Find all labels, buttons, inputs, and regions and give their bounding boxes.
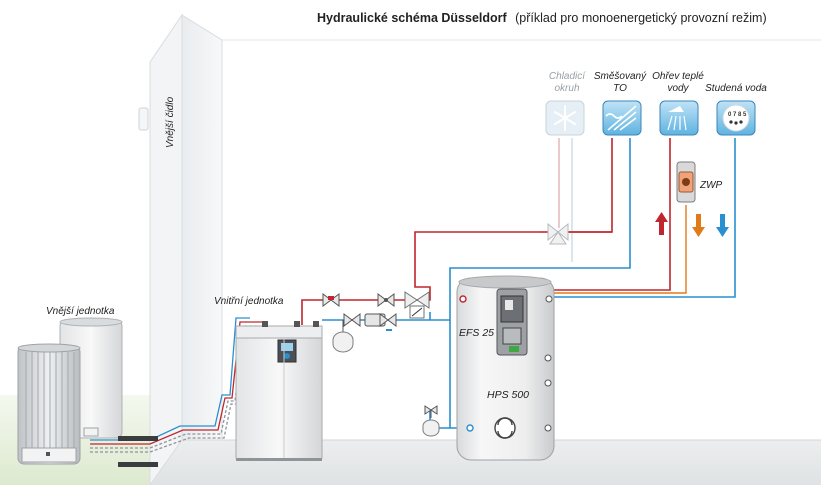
svg-text:0 7 8 5: 0 7 8 5 (728, 112, 747, 118)
title-rest: (příklad pro monoenergetický provozní re… (515, 11, 767, 25)
zwp-circulation-pump (676, 161, 696, 203)
outdoor-sensor-label: Vnější čidlo (165, 96, 176, 148)
cold-water-arrow-down (716, 214, 729, 237)
circuit-cooling-line2: okruh (554, 83, 579, 94)
circuit-cooling-line1: Chladicí (549, 71, 586, 82)
efs-25-station (496, 288, 528, 356)
flow-arrows (655, 212, 729, 237)
diagram-title: Hydraulické schéma Düsseldorf (příklad p… (317, 9, 767, 26)
three-way-valve-cooling (547, 222, 569, 245)
outdoor-sensor (138, 107, 149, 131)
safety-valve (322, 293, 340, 307)
hps-label: HPS 500 (487, 389, 529, 401)
circulation-arrow-down (692, 214, 705, 237)
hot-water-arrow-up (655, 212, 668, 235)
outdoor-unit-label: Vnější jednotka (46, 306, 115, 317)
efs-label: EFS 25 (459, 327, 494, 339)
circulation-pipe-orange (520, 205, 687, 294)
circuit-hot-water-line2: vody (667, 83, 689, 94)
expansion-vessel-heating (332, 320, 354, 353)
circuit-cold-water-line1: Studená voda (705, 83, 767, 94)
circuit-cooling: Chladicí okruh (545, 71, 586, 136)
circuit-mixed-line1: Směšovaný (594, 71, 647, 82)
return-fittings (343, 313, 397, 331)
title-bold: Hydraulické schéma Düsseldorf (317, 11, 507, 25)
outdoor-ground (0, 0, 160, 485)
tank-flange (494, 417, 516, 439)
circuit-hot-water: Ohřev teplé vody (652, 71, 704, 136)
circuit-cold-water: Studená voda 0 7 8 5 (705, 83, 767, 136)
building-wall (149, 13, 821, 487)
hps-500-tank (456, 275, 555, 461)
radiator-heating-icon (602, 100, 642, 136)
zwp-label: ZWP (699, 180, 723, 191)
circuit-mixed-line2: TO (613, 83, 627, 94)
circuit-hot-water-line1: Ohřev teplé (652, 71, 704, 82)
shower-icon (659, 100, 699, 136)
expansion-vessel-water (422, 405, 440, 437)
circuit-mixed-heating: Směšovaný TO (594, 71, 647, 136)
indoor-unit (235, 321, 323, 461)
pipe-sleeves (118, 436, 158, 467)
three-way-valve-main (404, 291, 430, 319)
heating-pump (377, 293, 395, 307)
water-meter-icon: 0 7 8 5 (716, 100, 756, 136)
snowflake-icon (545, 100, 585, 136)
indoor-unit-label: Vnitřní jednotka (214, 296, 284, 307)
outdoor-unit (17, 317, 123, 465)
